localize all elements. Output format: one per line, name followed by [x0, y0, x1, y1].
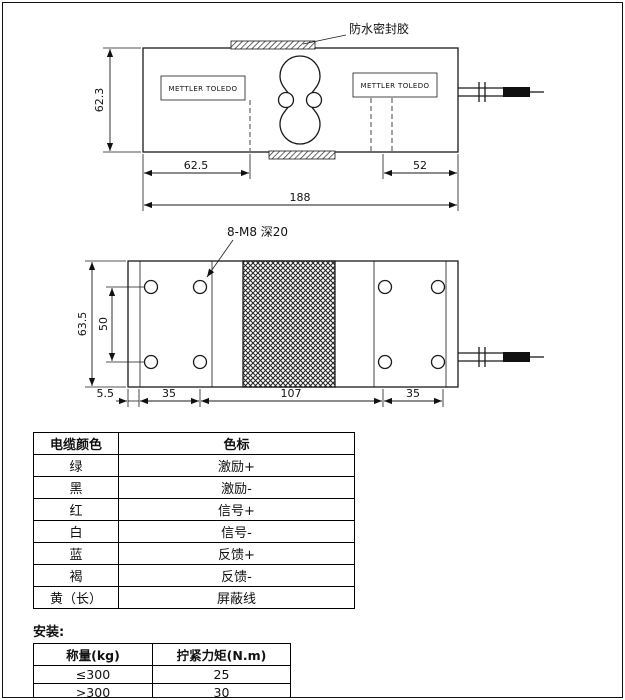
dim-right-span-label: 52	[413, 159, 427, 172]
install-section-title: 安装:	[33, 625, 65, 640]
signal-cell: 信号+	[118, 498, 355, 521]
cutout-left-lobe	[277, 91, 295, 109]
signal-cell: 信号-	[118, 520, 355, 543]
cutout-right-lobe	[305, 91, 323, 109]
dimension-height-63-5: 63.5	[76, 260, 126, 388]
table-row: >300 30	[33, 683, 291, 697]
signal-cell: 激励+	[118, 454, 355, 477]
cable-color-table: 电缆颜色 色标 绿 激励+ 黑 激励- 红 信号+ 白 信号- 蓝	[33, 432, 355, 609]
dimension-bottom-row-topview: 5.5 35 107 35	[97, 387, 444, 407]
cable-connector	[503, 352, 530, 362]
mounting-holes	[143, 279, 446, 370]
brand-left-label: METTLER TOLEDO	[169, 85, 238, 93]
sealant-strips: 防水密封胶	[230, 21, 409, 160]
torque-cell: 25	[152, 665, 291, 684]
cable-color-cell: 黑	[33, 476, 119, 499]
table-row: 绿 激励+	[33, 454, 355, 477]
cable-color-cell: 褐	[33, 564, 119, 587]
signal-cell: 激励-	[118, 476, 355, 499]
brand-plate-left	[160, 75, 246, 101]
table-row: 白 信号-	[33, 520, 355, 543]
dimension-height-62-3: 62.3	[93, 47, 141, 153]
cable-connector	[503, 87, 530, 97]
hole-centerlines	[249, 98, 393, 151]
brand-right-label: METTLER TOLEDO	[361, 82, 430, 90]
dimension-hole-rows-50: 50	[97, 286, 144, 363]
dim-height-label: 62.3	[93, 88, 106, 113]
dim-topview-height-label: 63.5	[76, 312, 89, 337]
install-torque-table: 称量(kg) 拧紧力矩(N.m) ≤300 25 >300 30	[33, 643, 291, 697]
col-header-capacity: 称量(kg)	[33, 643, 153, 666]
col-header-torque: 拧紧力矩(N.m)	[152, 643, 291, 666]
sealant-strip-top	[230, 40, 316, 50]
top-view-drawing: 8-M8 深20 63.5 50	[76, 225, 544, 407]
table-row: ≤300 25	[33, 665, 291, 684]
signal-cell: 反馈+	[118, 542, 355, 565]
sealant-strip-bottom	[268, 150, 336, 160]
side-view-drawing: 防水密封胶 METTLER TOLEDO METTLER TOLEDO	[93, 21, 544, 211]
cable-color-cell: 白	[33, 520, 119, 543]
table-header-row: 电缆颜色 色标	[33, 432, 355, 455]
torque-cell: 30	[152, 683, 291, 697]
table-row: 黄（长） 屏蔽线	[33, 586, 355, 609]
dim-left-span-label: 62.5	[184, 159, 209, 172]
table-row: 红 信号+	[33, 498, 355, 521]
center-cutout	[277, 55, 323, 145]
holes-callout: 8-M8 深20	[206, 225, 288, 278]
dim-hole-row-spacing-label: 50	[97, 317, 110, 331]
signal-cell: 屏蔽线	[118, 586, 355, 609]
cable-color-cell: 红	[33, 498, 119, 521]
table-row: 褐 反馈-	[33, 564, 355, 587]
col-header-color-code: 色标	[118, 432, 355, 455]
sealant-leader-line	[302, 34, 347, 45]
dim-right-hole-spacing-label: 35	[406, 387, 420, 400]
cable-color-cell: 绿	[33, 454, 119, 477]
holes-leader-line	[206, 239, 234, 278]
table-header-row: 称量(kg) 拧紧力矩(N.m)	[33, 643, 291, 666]
capacity-cell: ≤300	[33, 665, 153, 684]
table-row: 蓝 反馈+	[33, 542, 355, 565]
cable-color-cell: 蓝	[33, 542, 119, 565]
sealant-label: 防水密封胶	[349, 21, 409, 36]
crosshatched-center-block	[242, 260, 336, 388]
technical-drawing: 防水密封胶 METTLER TOLEDO METTLER TOLEDO	[76, 21, 544, 407]
dim-center-span-label: 107	[281, 387, 302, 400]
cable-color-cell: 黄（长）	[33, 586, 119, 609]
cable-side-view	[458, 82, 544, 102]
cable-top-view	[458, 347, 544, 367]
dim-total-length-label: 188	[290, 191, 311, 204]
dimension-bottom-row: 62.5 52 188	[142, 154, 459, 211]
table-row: 黑 激励-	[33, 476, 355, 499]
capacity-cell: >300	[33, 683, 153, 697]
brand-plate-right	[352, 72, 438, 98]
dim-edge-offset-label: 5.5	[97, 387, 115, 400]
holes-label: 8-M8 深20	[227, 225, 288, 239]
col-header-cable-color: 电缆颜色	[33, 432, 119, 455]
dim-left-hole-spacing-label: 35	[162, 387, 176, 400]
brand-plates: METTLER TOLEDO METTLER TOLEDO	[160, 72, 438, 101]
signal-cell: 反馈-	[118, 564, 355, 587]
